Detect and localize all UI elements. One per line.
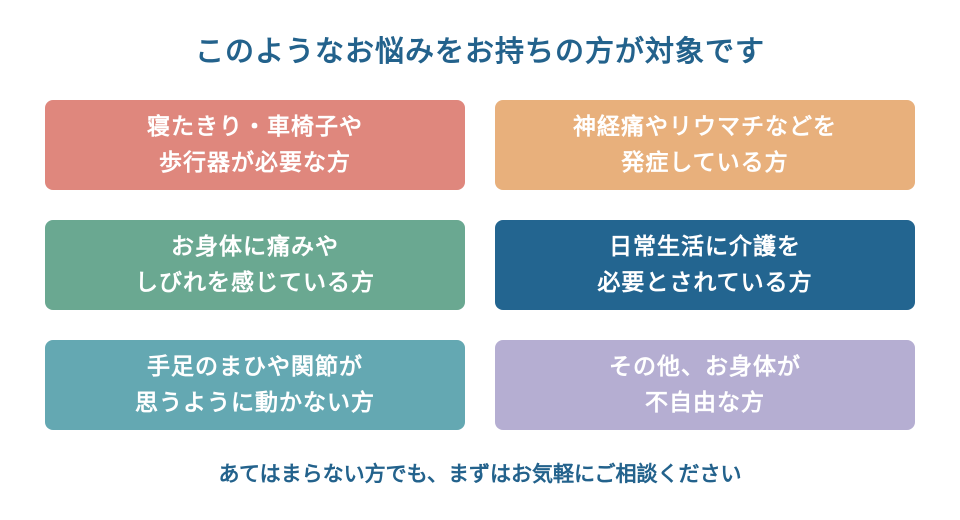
card-line: しびれを感じている方 — [135, 270, 375, 296]
condition-card-neuralgia: 神経痛やリウマチなどを 発症している方 — [495, 100, 915, 190]
card-line: 寝たきり・車椅子や — [147, 114, 363, 140]
card-line: 思うように動かない方 — [135, 390, 375, 416]
page-title: このようなお悩みをお持ちの方が対象です — [194, 34, 765, 68]
condition-card-care: 日常生活に介護を 必要とされている方 — [495, 220, 915, 310]
card-line: 発症している方 — [621, 150, 789, 176]
condition-card-other: その他、お身体が 不自由な方 — [495, 340, 915, 430]
condition-card-pain: お身体に痛みや しびれを感じている方 — [45, 220, 465, 310]
condition-card-bedridden: 寝たきり・車椅子や 歩行器が必要な方 — [45, 100, 465, 190]
condition-card-paralysis: 手足のまひや関節が 思うように動かない方 — [45, 340, 465, 430]
card-line: 歩行器が必要な方 — [159, 150, 351, 176]
card-line: 手足のまひや関節が — [147, 354, 363, 380]
card-line: お身体に痛みや — [171, 234, 339, 260]
card-line: その他、お身体が — [609, 354, 801, 380]
card-line: 不自由な方 — [645, 390, 765, 416]
card-line: 神経痛やリウマチなどを — [573, 114, 837, 140]
card-line: 日常生活に介護を — [609, 234, 801, 260]
footer-note: あてはまらない方でも、まずはお気軽にご相談ください — [218, 462, 742, 486]
card-line: 必要とされている方 — [597, 270, 813, 296]
